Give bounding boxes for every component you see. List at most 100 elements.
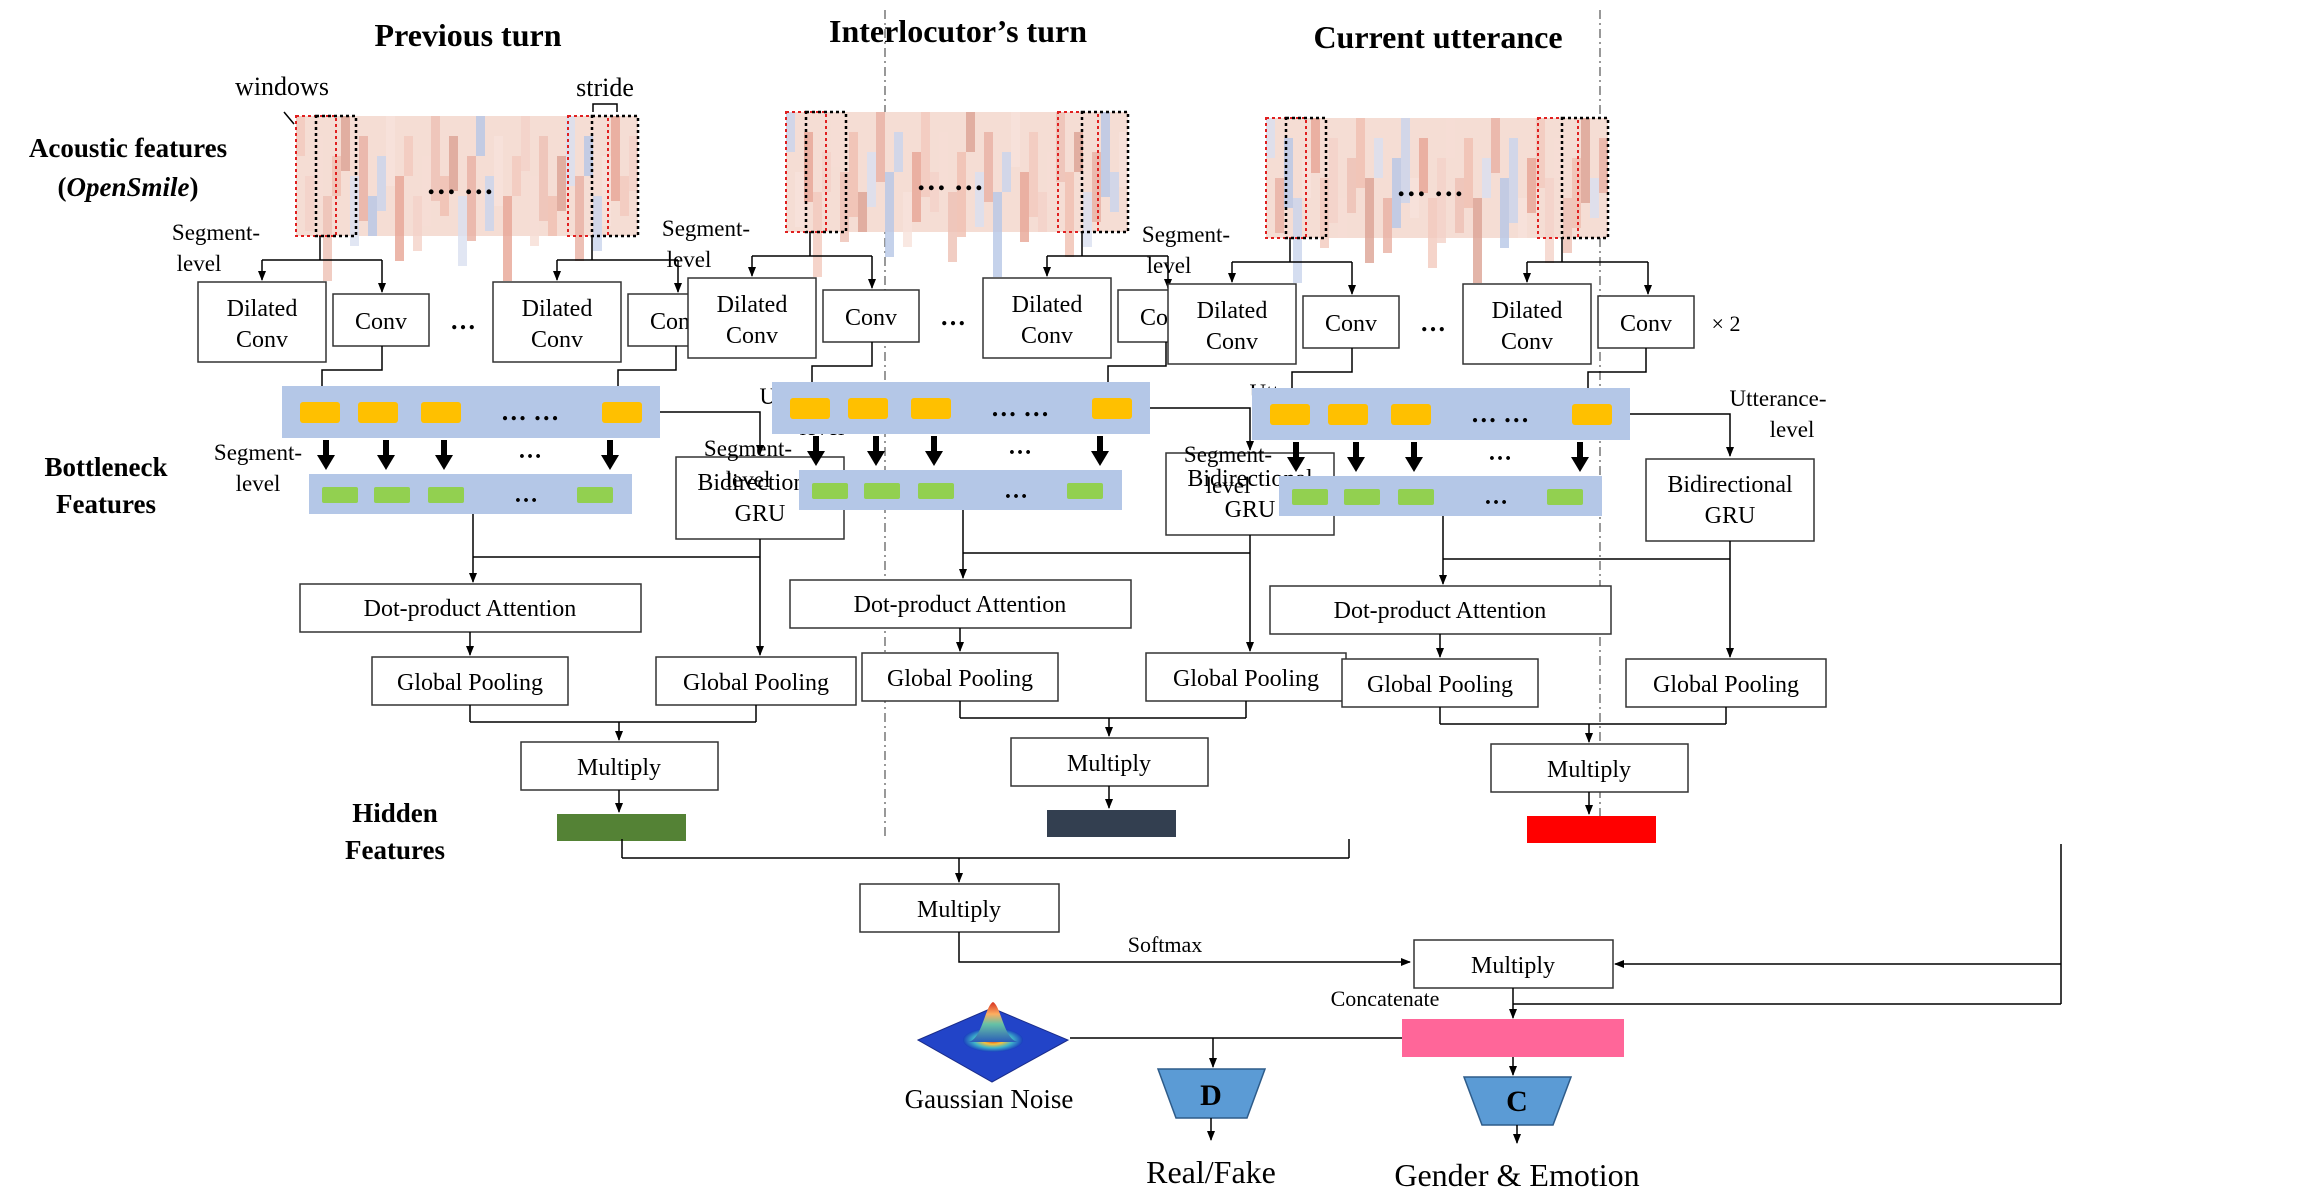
segment-token: [1391, 404, 1431, 425]
spectrogram-stripe: [903, 192, 912, 247]
projection-arrow: [601, 440, 619, 470]
spectrogram-stripe: [431, 116, 440, 201]
spectrogram-stripe: [1338, 198, 1347, 238]
segment-level-label-top-b: level: [1147, 253, 1192, 278]
spectrogram-stripe: [1401, 118, 1410, 203]
band-ellipsis: … …: [501, 397, 560, 426]
spectrogram-stripe: [1047, 152, 1056, 207]
spectrogram-stripe: [1383, 198, 1392, 253]
segment-level-label-mid-b: level: [726, 467, 771, 492]
spectrogram-stripe: [584, 136, 593, 176]
concatenated-feature-bar: [1402, 1019, 1624, 1057]
conv-ellipsis: …: [940, 302, 966, 331]
bigru-label-2: GRU: [735, 501, 786, 527]
conv-merge-left: [1288, 348, 1353, 401]
projection-ellipsis: …: [1008, 434, 1032, 460]
spectrogram-stripe: [1446, 118, 1455, 158]
attention-box: [299, 583, 642, 633]
projection-arrow: [1347, 442, 1365, 472]
bigru-box: [1645, 458, 1815, 542]
paren-close: ): [190, 172, 199, 202]
spectrogram-stripe: [386, 116, 395, 186]
spectrogram-stripe: [305, 176, 314, 231]
spectrogram-stripe: [831, 112, 840, 167]
spectrogram-stripe: [1509, 138, 1518, 223]
right-dilated-label-2: Conv: [1021, 323, 1073, 349]
spectrogram-stripe: [1563, 198, 1572, 253]
spectrogram-stripe: [795, 172, 804, 227]
spectrogram-stripe: [1527, 158, 1536, 213]
band-ellipsis: … …: [1471, 399, 1530, 428]
open-smile-label: OpenSmile: [66, 172, 189, 202]
spectrogram-stripe: [521, 116, 530, 171]
spectrogram-stripe: [1302, 158, 1311, 198]
concatenate-label: Concatenate: [1331, 986, 1440, 1011]
left-conv: [1302, 295, 1400, 349]
discriminator-label: D: [1200, 1079, 1222, 1112]
spectrogram-stripe: [368, 196, 377, 236]
segment-level-label-top-b: level: [177, 251, 222, 276]
spectrogram-stripe: [1581, 118, 1590, 203]
bottleneck-token: [1398, 489, 1434, 505]
spectrogram-stripe: [1392, 158, 1401, 228]
bigru-label-2: GRU: [1225, 497, 1276, 523]
spectrogram-stripe: [611, 116, 620, 201]
window-red-right: [1057, 111, 1099, 233]
projection-arrow: [1405, 442, 1423, 472]
spectrogram-stripe: [620, 176, 629, 216]
global-pooling-label-b: Global Pooling: [1653, 672, 1799, 698]
segment-token: [358, 402, 398, 423]
acoustic-features-label: Acoustic features: [29, 133, 227, 163]
discriminator-head: [1156, 1068, 1267, 1119]
spectrogram-stripe: [1038, 192, 1047, 232]
conv-merge-left: [318, 346, 383, 399]
spectrogram-stripe: [467, 156, 476, 241]
window-red-right: [1537, 117, 1579, 239]
segment-token: [1572, 404, 1612, 425]
left-dilated-label: Dilated: [1197, 298, 1268, 324]
hidden-feature-bar: [1047, 810, 1176, 837]
global-pooling-label-a: Global Pooling: [887, 666, 1033, 692]
window-black-left: [314, 114, 358, 238]
spectrogram-stripe: [413, 196, 422, 251]
bottleneck-token: [322, 487, 358, 503]
spectrogram-stripe: [1554, 138, 1563, 178]
global-pooling-box-b: [655, 656, 857, 706]
conv-merge-right: [1104, 342, 1167, 395]
spectrogram-stripe: [921, 112, 930, 197]
left-dilated-label: Dilated: [227, 296, 298, 322]
conv-ellipsis: …: [450, 306, 476, 335]
window-black-right: [590, 114, 640, 238]
spectrogram-stripe: [350, 176, 359, 246]
stride-bracket: [592, 103, 618, 112]
multiply-label: Multiply: [577, 755, 661, 781]
spectrogram-stripe: [939, 132, 948, 187]
projection-arrow: [925, 436, 943, 466]
spectrogram-stripe: [1590, 178, 1599, 218]
spectrogram-stripe: [1347, 158, 1356, 213]
window-black-right: [1560, 116, 1610, 240]
spectrogram-stripe: [948, 192, 957, 262]
spectrogram-stripe: [1410, 178, 1419, 218]
spectrogram-stripe: [422, 156, 431, 226]
attention-box: [789, 579, 1132, 629]
spectrogram-stripe: [804, 132, 813, 202]
spectrogram-stripe: [1518, 198, 1527, 238]
bottleneck-ellipsis: …: [514, 482, 538, 508]
spectrogram-stripe: [530, 176, 539, 246]
left-dilated-conv: [687, 277, 817, 359]
spectrogram-stripe: [629, 136, 638, 191]
multiply-box: [1010, 737, 1209, 787]
left-conv: [822, 289, 920, 343]
left-dilated-label-2: Conv: [726, 323, 778, 349]
right-dilated-label-2: Conv: [531, 327, 583, 353]
segment-level-label-mid-a: Segment-: [704, 436, 792, 461]
window-black-left: [1284, 116, 1328, 240]
left-conv-label: Conv: [1325, 311, 1377, 337]
spectrogram-stripe: [602, 156, 611, 226]
spectrogram-stripe: [1491, 118, 1500, 173]
spectrogram-ellipsis: … …: [426, 168, 494, 201]
projection-arrow: [867, 436, 885, 466]
conv-merge-right: [614, 346, 677, 399]
